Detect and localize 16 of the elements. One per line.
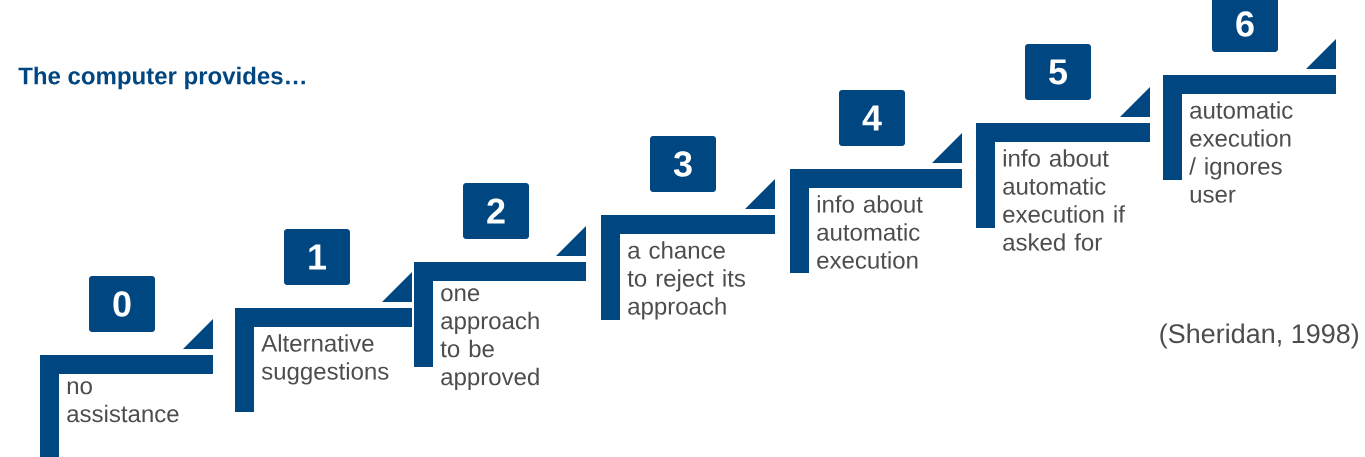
- node-label: asked for: [1003, 233, 1102, 251]
- number-box: 3: [650, 136, 716, 192]
- number-box: 4: [839, 90, 905, 146]
- title: The computer provides…: [18, 66, 305, 90]
- citation: (Sheridan, 1998): [1160, 323, 1359, 349]
- number-box: 2: [463, 183, 529, 239]
- step-bracket: Alternative suggestions: [235, 272, 412, 412]
- node-label: approved: [441, 367, 539, 391]
- node-label: user: [1190, 189, 1236, 203]
- step-bracket: no assistance: [40, 319, 213, 457]
- number-box: 1: [284, 229, 350, 285]
- number-box: 0: [89, 276, 155, 332]
- step-bracket: a chance to reject its approach: [601, 179, 775, 320]
- step-bracket: info about automatic execution: [790, 133, 962, 273]
- number-box: 6: [1212, 0, 1278, 52]
- number-box: 5: [1025, 44, 1091, 100]
